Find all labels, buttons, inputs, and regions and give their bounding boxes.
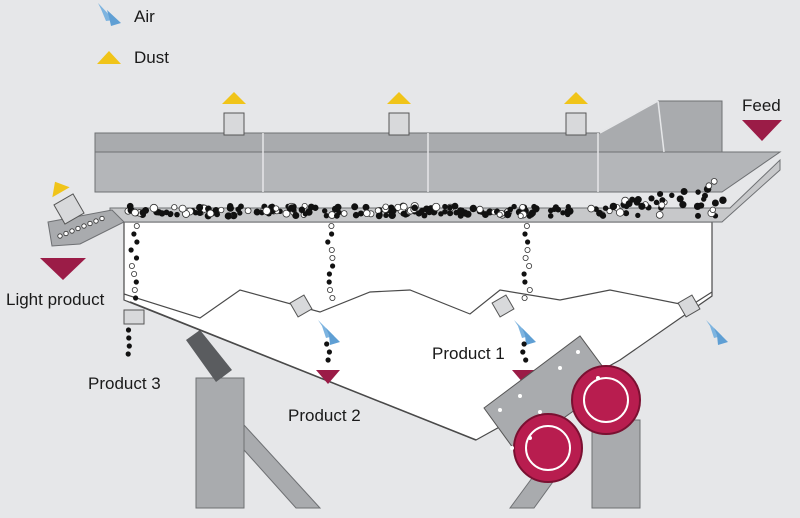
air-nozzle-1 [289,294,313,318]
air-arrow-icon-2 [514,320,536,345]
stepped-sieve-deck [123,289,713,319]
product-2-label: Product 2 [288,406,361,425]
air-arrow-icon-1 [318,320,340,345]
light-product-label: Light product [6,290,105,309]
material-particles [57,178,727,363]
product-3-label: Product 3 [88,374,161,393]
feed-label: Feed [742,96,781,115]
dust-legend-icon [97,51,121,64]
product-2-arrow-icon [316,370,340,384]
dust-outlet-1 [222,92,246,136]
light-product-chute [47,181,125,247]
air-nozzle-3 [677,294,701,318]
housing-lower [94,151,782,193]
air-legend-label: Air [134,7,155,26]
product-1-label: Product 1 [432,344,505,363]
dust-outlet-2 [387,92,411,136]
air-legend-icon [98,3,121,26]
dust-legend-label: Dust [134,48,169,67]
light-product-arrow-icon [40,258,86,280]
air-arrow-icon-3 [706,320,728,345]
dust-outlet-3 [564,92,588,136]
air-nozzle-2 [491,294,515,318]
support-frame-left [186,330,322,509]
product-3-outlet [123,309,145,325]
feed-arrow-icon [742,120,782,141]
drive-motor-unit [483,335,641,483]
